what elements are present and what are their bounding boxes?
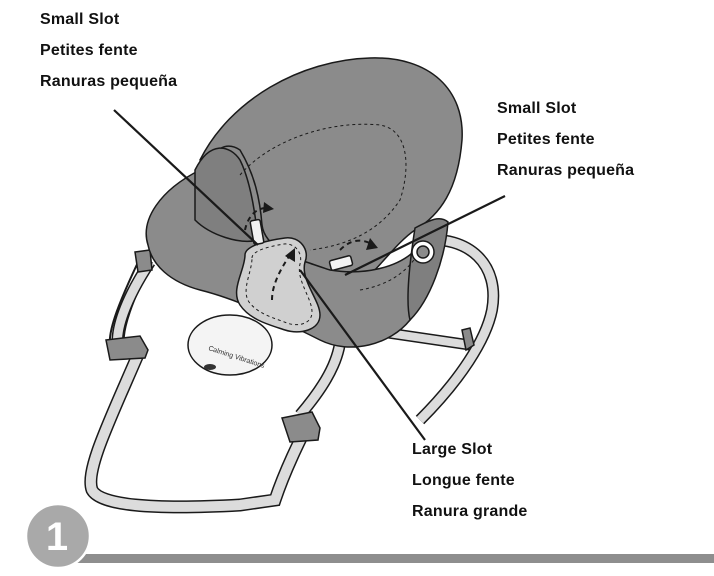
callout-top-left: Small Slot Petites fente Ranuras pequeña bbox=[40, 11, 177, 104]
vibration-unit: Calming Vibrations bbox=[188, 315, 272, 375]
callout-text: Small Slot bbox=[40, 11, 177, 29]
callout-text: Ranuras pequeña bbox=[497, 162, 634, 180]
callout-text: Petites fente bbox=[497, 131, 634, 149]
step-number: 1 bbox=[26, 506, 88, 568]
seat-pad bbox=[146, 58, 462, 347]
callout-text: Large Slot bbox=[412, 441, 528, 459]
callout-text: Petites fente bbox=[40, 42, 177, 60]
callout-text: Small Slot bbox=[497, 100, 634, 118]
callout-text: Ranura grande bbox=[412, 503, 528, 521]
callout-top-right: Small Slot Petites fente Ranuras pequeña bbox=[497, 100, 634, 193]
callout-text: Ranuras pequeña bbox=[40, 73, 177, 91]
callout-text: Longue fente bbox=[412, 472, 528, 490]
step-badge bbox=[26, 504, 714, 568]
callout-bottom: Large Slot Longue fente Ranura grande bbox=[412, 441, 528, 534]
bottom-rule bbox=[40, 554, 714, 563]
